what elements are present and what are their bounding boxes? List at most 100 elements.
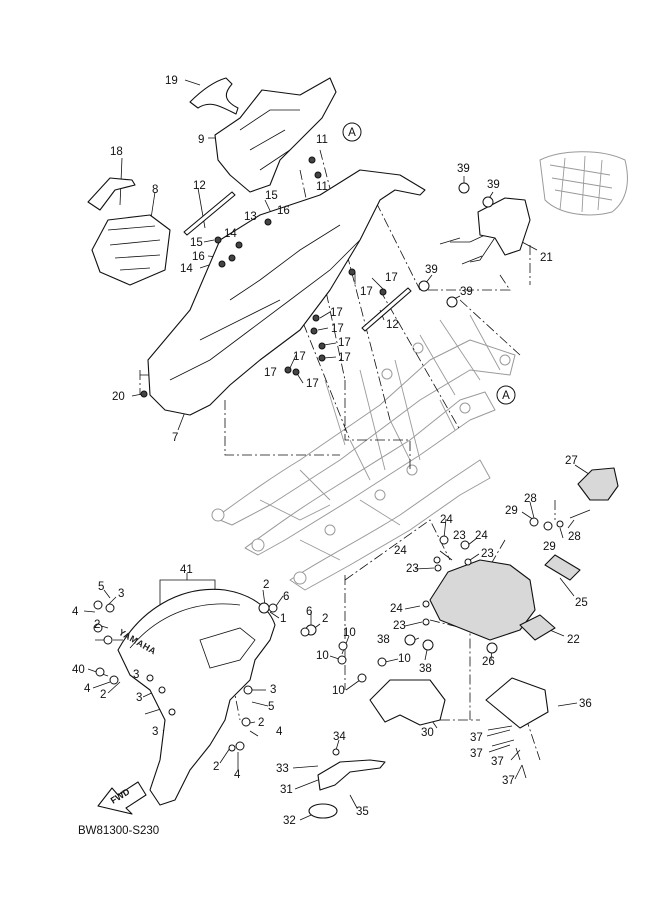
part-7-rear-fender — [147, 169, 426, 416]
ref-marker-a-right — [496, 385, 516, 405]
callout: 40 — [72, 664, 85, 676]
callout: 4 — [276, 726, 283, 738]
callout: 3 — [152, 726, 158, 738]
callout: 25 — [575, 597, 588, 609]
callout: 9 — [198, 134, 204, 146]
part-21-bracket — [477, 197, 531, 256]
callout: 11 — [316, 181, 328, 193]
callout: 17 — [360, 286, 373, 298]
callout: 10 — [343, 627, 356, 639]
frame-ghost — [211, 151, 628, 591]
part-22-lamp — [519, 614, 556, 641]
part-25-reflector — [544, 554, 581, 581]
callout: 2 — [100, 689, 106, 701]
callout: 33 — [276, 763, 289, 775]
callout: 35 — [356, 806, 369, 818]
callout: 2 — [213, 761, 219, 773]
callout: 23 — [453, 530, 466, 542]
callout: 23 — [481, 548, 494, 560]
callout: 15 — [265, 190, 278, 202]
callout: 12 — [386, 319, 399, 331]
callout: 5 — [268, 701, 274, 713]
callout: 20 — [112, 391, 125, 403]
callout: 18 — [110, 146, 123, 158]
callout: 16 — [277, 205, 290, 217]
callout: 17 — [338, 352, 351, 364]
fwd-arrow-icon — [97, 781, 147, 815]
callout: 17 — [293, 351, 306, 363]
callout: 32 — [283, 815, 296, 827]
part-12-rod-lower — [361, 287, 412, 332]
callout: 17 — [306, 378, 319, 390]
callout: 12 — [193, 180, 206, 192]
callout: 39 — [487, 179, 500, 191]
callout: 2 — [94, 619, 100, 631]
callout: 37 — [470, 732, 483, 744]
callout: 2 — [258, 717, 264, 729]
part-8-box — [91, 214, 171, 286]
callout: 34 — [333, 731, 346, 743]
callout: 17 — [338, 337, 351, 349]
callout: 24 — [394, 545, 407, 557]
callout: 28 — [524, 493, 537, 505]
callout: 4 — [72, 606, 79, 618]
callout: 24 — [475, 530, 488, 542]
part-22-license-bracket — [429, 559, 536, 641]
callout: 22 — [567, 634, 580, 646]
callout: 7 — [172, 432, 178, 444]
callout: 23 — [393, 620, 406, 632]
ref-marker-a-top-label: A — [348, 127, 356, 139]
callout: 14 — [224, 228, 237, 240]
callout: 4 — [84, 683, 91, 695]
callout: 3 — [270, 684, 276, 696]
callout: 15 — [190, 237, 203, 249]
callout: 29 — [505, 505, 518, 517]
callout: 5 — [98, 581, 104, 593]
part-31-stay — [317, 759, 386, 791]
callout: 39 — [425, 264, 438, 276]
callout: 6 — [306, 606, 312, 618]
callout: 8 — [152, 184, 158, 196]
fasteners — [93, 156, 591, 779]
part-12-rod-upper — [183, 191, 236, 236]
callout: 36 — [579, 698, 592, 710]
callout: 17 — [331, 323, 344, 335]
callout: 29 — [543, 541, 556, 553]
callout: 30 — [421, 727, 434, 739]
callout: 24 — [440, 514, 453, 526]
callout: 39 — [457, 163, 470, 175]
callout: 28 — [568, 531, 581, 543]
part-36-plate — [485, 677, 549, 729]
callout: 11 — [316, 134, 328, 146]
callout: 39 — [460, 286, 473, 298]
part-32-ring — [308, 803, 338, 819]
callout: 10 — [316, 650, 329, 662]
callout: 16 — [192, 251, 205, 263]
callout: 38 — [377, 634, 390, 646]
callout: 13 — [244, 211, 257, 223]
callout: 38 — [419, 663, 432, 675]
part-30-bracket — [369, 679, 446, 726]
part-27-tail-light — [577, 467, 619, 501]
callout: 21 — [540, 252, 553, 264]
callout: 23 — [406, 563, 419, 575]
callout: 17 — [385, 272, 398, 284]
callout: 3 — [118, 588, 124, 600]
callout: 37 — [502, 775, 515, 787]
callout: 27 — [565, 455, 578, 467]
callout: 41 — [180, 564, 193, 576]
ref-marker-a-right-label: A — [502, 390, 510, 402]
callout: 6 — [283, 591, 289, 603]
ref-marker-a-top — [342, 122, 362, 142]
part-18-cover — [87, 177, 136, 211]
callout: 1 — [280, 613, 286, 625]
callout: 3 — [136, 692, 142, 704]
callout: 14 — [180, 263, 193, 275]
callout: 4 — [234, 769, 241, 781]
callout: 10 — [398, 653, 411, 665]
callout: 26 — [482, 656, 495, 668]
callout: 2 — [322, 613, 328, 625]
part-19-bracket — [189, 77, 239, 115]
